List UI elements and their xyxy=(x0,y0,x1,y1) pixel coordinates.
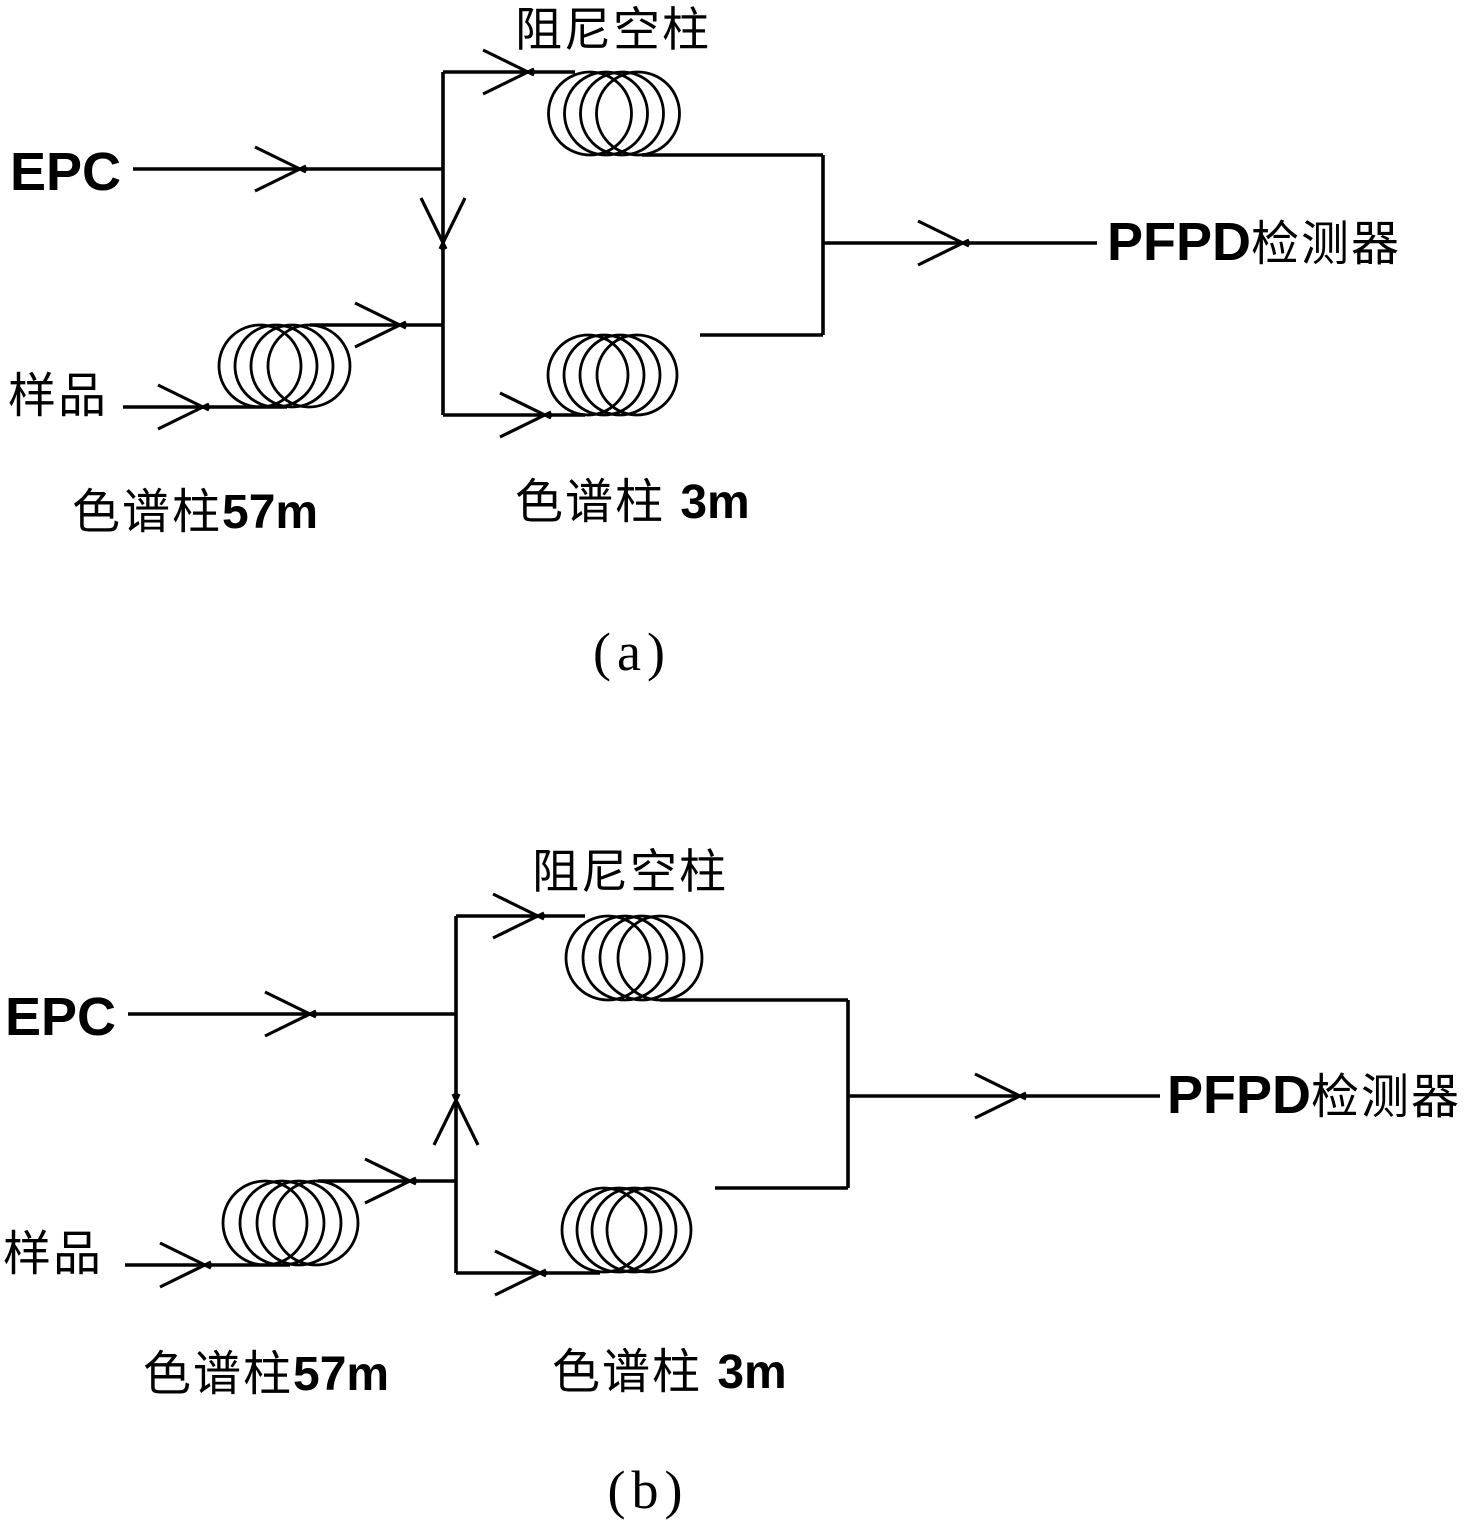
damping-column-label: 阻尼空柱 xyxy=(515,3,711,56)
column-57m-coil xyxy=(217,323,352,409)
column-57m-coil xyxy=(221,1179,360,1267)
damping-column-label: 阻尼空柱 xyxy=(532,845,728,898)
diagram-a: 阻尼空柱 EPC 样品 PFPD检测器 色谱柱57m 色谱柱 3m (a) xyxy=(8,3,1401,682)
caption-b: (b) xyxy=(608,1460,689,1520)
detector-label: PFPD检测器 xyxy=(1167,1065,1461,1125)
damping-column-coil xyxy=(547,70,681,157)
column-3m-coil xyxy=(546,333,679,417)
epc-label: EPC xyxy=(10,142,121,202)
column-3m-coil xyxy=(560,1186,693,1274)
sample-label: 样品 xyxy=(3,1228,103,1281)
detector-label: PFPD检测器 xyxy=(1107,212,1401,272)
column-57m-label: 色谱柱57m xyxy=(143,1348,389,1401)
damping-column-coil xyxy=(564,914,704,1002)
diagram-b: 阻尼空柱 EPC 样品 PFPD检测器 色谱柱57m 色谱柱 3m (b) xyxy=(3,845,1461,1520)
caption-a: (a) xyxy=(593,622,671,682)
column-3m-label: 色谱柱 3m xyxy=(552,1346,787,1399)
sample-label: 样品 xyxy=(8,370,108,423)
column-3m-label: 色谱柱 3m xyxy=(515,476,750,529)
epc-label: EPC xyxy=(5,987,116,1047)
column-57m-label: 色谱柱57m xyxy=(72,486,318,539)
